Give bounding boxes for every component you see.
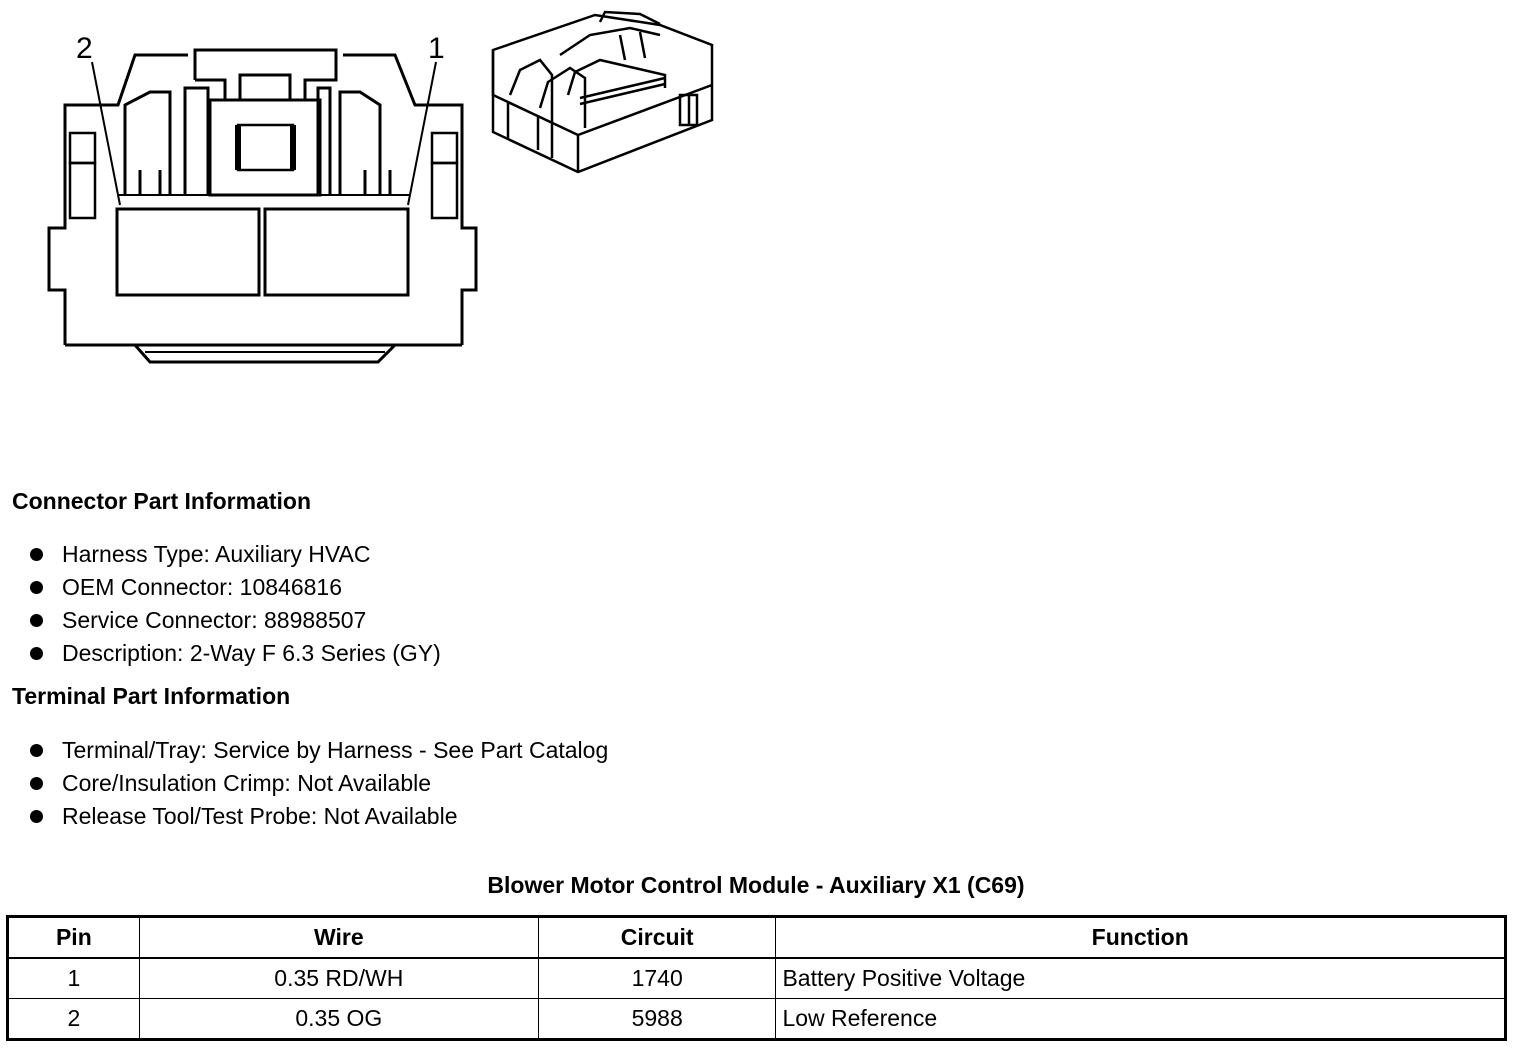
cell-wire: 0.35 RD/WH [138, 957, 539, 999]
bullet-icon [30, 647, 43, 660]
cell-circuit: 1740 [537, 957, 777, 999]
cell-pin: 2 [7, 998, 140, 1040]
connector-isometric-view [491, 10, 714, 174]
cell-pin: 1 [7, 957, 140, 999]
list-item: Release Tool/Test Probe: Not Available [30, 800, 608, 833]
list-item: Description: 2-Way F 6.3 Series (GY) [30, 637, 441, 670]
table-header-row: Pin Wire Circuit Function [7, 916, 1506, 959]
connector-face-view: 2 1 [47, 32, 478, 364]
list-item: Harness Type: Auxiliary HVAC [30, 538, 441, 571]
connector-info-list: Harness Type: Auxiliary HVAC OEM Connect… [30, 538, 441, 670]
pin-1-label: 1 [428, 32, 445, 65]
table-row: 2 0.35 OG 5988 Low Reference [7, 998, 1506, 1040]
cell-circuit: 5988 [537, 998, 777, 1040]
connector-info-heading: Connector Part Information [12, 488, 312, 514]
cell-wire: 0.35 OG [138, 998, 539, 1040]
table-row: 1 0.35 RD/WH 1740 Battery Positive Volta… [7, 957, 1506, 999]
pin-2-label: 2 [76, 32, 93, 65]
header-circuit: Circuit [537, 916, 777, 959]
list-item: Terminal/Tray: Service by Harness - See … [30, 734, 608, 767]
header-pin: Pin [7, 916, 140, 959]
connector-drawing: 2 1 [47, 10, 714, 364]
list-item: Core/Insulation Crimp: Not Available [30, 767, 608, 800]
bullet-icon [30, 777, 43, 790]
list-item: OEM Connector: 10846816 [30, 571, 441, 604]
list-item: Service Connector: 88988507 [30, 604, 441, 637]
bullet-icon [30, 810, 43, 823]
cell-function: Low Reference [775, 998, 1506, 1040]
cell-function: Battery Positive Voltage [775, 957, 1506, 999]
pin-table-title: Blower Motor Control Module - Auxiliary … [487, 872, 1025, 898]
bullet-icon [30, 744, 43, 757]
header-wire: Wire [138, 916, 539, 959]
bullet-icon [30, 614, 43, 627]
pin-table: Pin Wire Circuit Function 1 0.35 RD/WH 1… [6, 915, 1507, 1041]
bullet-icon [30, 581, 43, 594]
terminal-info-heading: Terminal Part Information [12, 683, 291, 709]
terminal-info-list: Terminal/Tray: Service by Harness - See … [30, 734, 608, 833]
header-function: Function [775, 916, 1506, 959]
bullet-icon [30, 548, 43, 561]
